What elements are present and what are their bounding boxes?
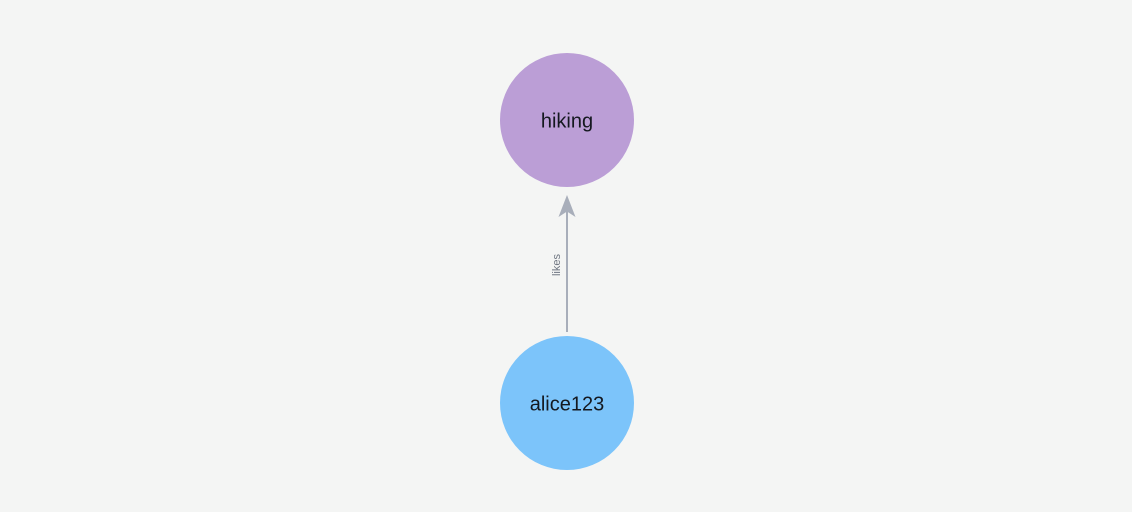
node-label-hiking: hiking xyxy=(541,110,593,132)
graph-node-alice123[interactable]: alice123 xyxy=(500,336,634,470)
node-circle-alice123 xyxy=(500,336,634,470)
node-circle-hiking xyxy=(500,53,634,187)
edge-label-likes: likes xyxy=(551,254,563,277)
graph-edge-likes[interactable]: likes xyxy=(551,195,576,332)
arrow-head-icon xyxy=(558,195,576,217)
graph-node-hiking[interactable]: hiking xyxy=(500,53,634,187)
node-label-alice123: alice123 xyxy=(530,393,605,415)
